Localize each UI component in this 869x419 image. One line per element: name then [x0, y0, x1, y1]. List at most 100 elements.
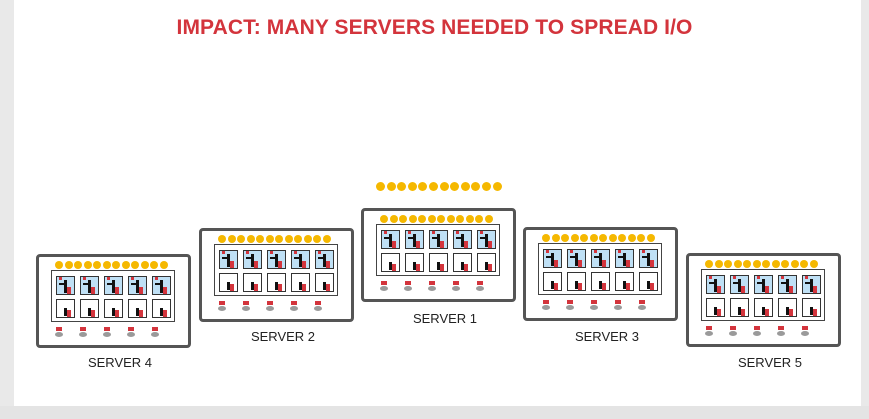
- worker-bar: [714, 307, 717, 315]
- io-request-dot-icon: [408, 215, 417, 223]
- io-request-dot-icon: [55, 261, 63, 269]
- worker-bar: [413, 234, 416, 247]
- worker-arm: [757, 282, 762, 284]
- io-queue-dots: [380, 215, 493, 223]
- worker-bar: [64, 308, 67, 316]
- pending-io-marker: [115, 310, 119, 317]
- worker-bar: [299, 254, 302, 267]
- io-request-dot-icon: [313, 235, 321, 243]
- io-request-dot-icon: [227, 235, 236, 243]
- disk-io-marker: [429, 281, 435, 285]
- disk-icon: [777, 326, 785, 336]
- pending-io-marker: [440, 264, 444, 271]
- io-tick: [384, 231, 387, 234]
- io-request-dot-icon: [705, 260, 713, 268]
- io-tick: [805, 276, 808, 279]
- server-5-label: SERVER 5: [737, 355, 803, 370]
- worker-slot-icon: [754, 298, 773, 317]
- server-3-label: SERVER 3: [574, 329, 640, 344]
- io-request-dot-icon: [256, 235, 264, 243]
- page-title: IMPACT: MANY SERVERS NEEDED TO SPREAD I/…: [176, 16, 693, 39]
- pending-io-marker: [488, 264, 492, 271]
- worker-slot-icon: [267, 250, 286, 269]
- worker-slot-icon: [477, 253, 496, 272]
- io-request-dot-icon: [218, 235, 226, 243]
- io-tick: [594, 250, 597, 253]
- pending-io-marker: [440, 241, 444, 248]
- worker-slot-icon: [243, 250, 262, 269]
- worker-arm: [131, 283, 136, 285]
- disk-platter: [638, 305, 646, 310]
- worker-slot-icon: [730, 275, 749, 294]
- idle-slot-row: [56, 299, 171, 318]
- disk-platter: [55, 332, 63, 337]
- pending-io-marker: [139, 287, 143, 294]
- worker-tray: [51, 270, 175, 322]
- worker-slot-icon: [615, 272, 634, 291]
- worker-slot-icon: [56, 276, 75, 295]
- worker-slot-icon: [80, 276, 99, 295]
- disk-icon: [266, 301, 274, 311]
- io-tick: [222, 251, 225, 254]
- disk-platter: [428, 286, 436, 291]
- worker-arm: [456, 237, 461, 239]
- disk-platter: [729, 331, 737, 336]
- disk-platter: [476, 286, 484, 291]
- disk-io-marker: [315, 301, 321, 305]
- io-tick: [83, 277, 86, 280]
- pending-io-marker: [67, 287, 71, 294]
- disk-io-marker: [543, 300, 549, 304]
- worker-tray: [538, 243, 662, 295]
- worker-bar: [160, 308, 163, 316]
- worker-bar: [64, 280, 67, 293]
- disk-io-marker: [56, 327, 62, 331]
- worker-slot-icon: [243, 273, 262, 292]
- worker-bar: [323, 254, 326, 267]
- io-request-dot-icon: [561, 234, 569, 242]
- worker-bar: [738, 279, 741, 292]
- disk-platter: [801, 331, 809, 336]
- disk-icon: [566, 300, 574, 310]
- io-request-dot-icon: [303, 235, 312, 243]
- worker-arm: [570, 256, 575, 258]
- io-request-dot-icon: [471, 182, 481, 191]
- io-tick: [618, 250, 621, 253]
- worker-arm: [408, 237, 413, 239]
- io-request-dot-icon: [322, 235, 331, 243]
- io-request-dot-icon: [450, 182, 460, 191]
- worker-slot-icon: [639, 249, 658, 268]
- disk-icon: [452, 281, 460, 291]
- io-request-dot-icon: [389, 215, 398, 223]
- disk-io-marker: [453, 281, 459, 285]
- worker-bar: [160, 280, 163, 293]
- io-request-dot-icon: [492, 182, 502, 191]
- io-tick: [709, 276, 712, 279]
- io-tick: [59, 277, 62, 280]
- worker-bar: [461, 262, 464, 270]
- worker-slot-icon: [567, 249, 586, 268]
- io-request-dot-icon: [140, 261, 149, 269]
- worker-bar: [461, 234, 464, 247]
- worker-bar: [437, 262, 440, 270]
- disk-icon: [542, 300, 550, 310]
- worker-bar: [623, 253, 626, 266]
- pending-io-marker: [717, 286, 721, 293]
- worker-slot-icon: [754, 275, 773, 294]
- pending-io-marker: [554, 283, 558, 290]
- pending-io-marker: [416, 241, 420, 248]
- worker-bar: [623, 281, 626, 289]
- pending-io-marker: [650, 260, 654, 267]
- worker-slot-icon: [429, 253, 448, 272]
- server-4: [36, 254, 191, 348]
- worker-bar: [762, 279, 765, 292]
- disk-row: [380, 281, 484, 291]
- disk-icon: [151, 327, 159, 337]
- pending-io-marker: [741, 309, 745, 316]
- worker-arm: [270, 257, 275, 259]
- disk-platter: [79, 332, 87, 337]
- bottom-band: [0, 406, 869, 419]
- disk-icon: [705, 326, 713, 336]
- io-request-dot-icon: [380, 215, 388, 223]
- worker-arm: [480, 237, 485, 239]
- worker-bar: [88, 308, 91, 316]
